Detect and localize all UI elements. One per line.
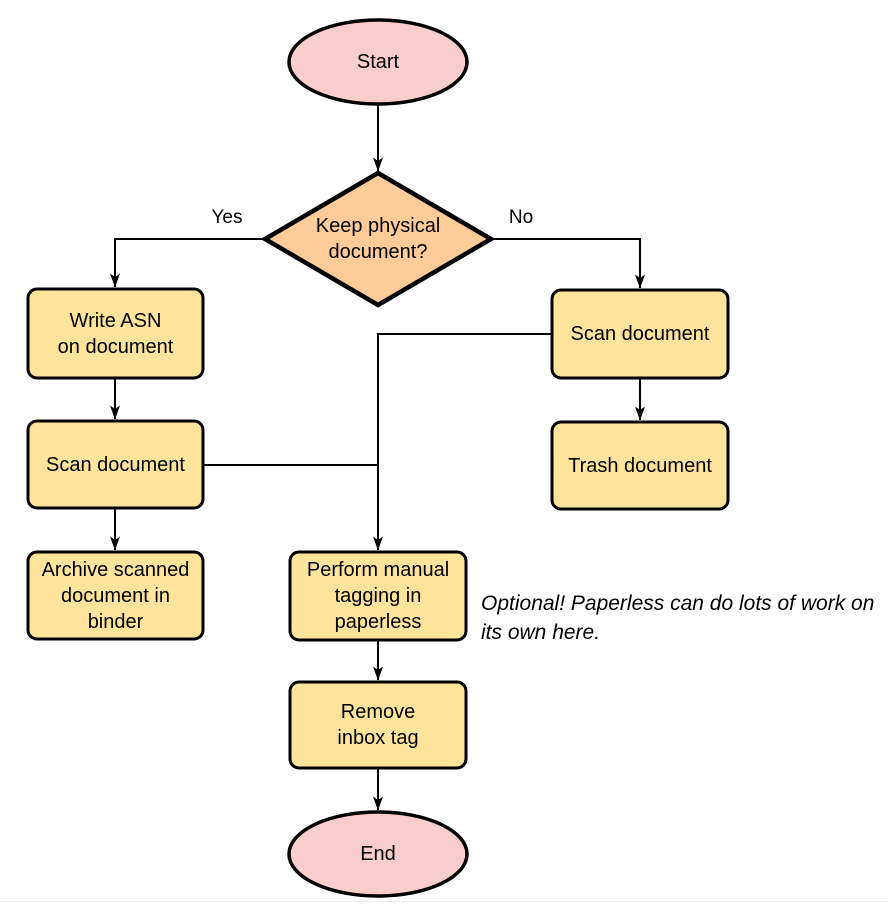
decision-label: Keep physical document?: [315, 215, 441, 263]
scan-left-box-shape: [26, 419, 205, 510]
end-terminal-shape: [287, 810, 469, 898]
perform-tagging-box-shape: [288, 550, 468, 642]
perform-tagging-label: Perform manual tagging in paperless: [306, 559, 450, 633]
write-asn-label: Write ASN on document: [57, 309, 174, 358]
archive-label: Archive scanned document in binder: [41, 558, 190, 633]
scan-left-label: Scan document: [46, 453, 185, 476]
scan-right-box-shape: [550, 288, 730, 380]
start-terminal-shape: [287, 18, 469, 106]
write-asn-box-shape: [26, 287, 205, 380]
edge-scan-right-to-perform-tagging: [373, 333, 552, 551]
edge-decision-yes-to-write-asn: [110, 238, 265, 288]
end-label: End: [360, 843, 396, 865]
bottom-divider: [0, 901, 888, 902]
archive-box-shape: [26, 550, 205, 641]
decision-diamond-shape: [260, 170, 496, 308]
edge-label-no: No: [508, 207, 534, 228]
remove-inbox-label: Remove inbox tag: [337, 701, 419, 749]
scan-right-label: Scan document: [570, 323, 710, 345]
remove-inbox-box-shape: [288, 680, 468, 770]
edge-label-yes: Yes: [211, 207, 243, 228]
edge-decision-no-to-scan-right: [491, 238, 645, 289]
start-label: Start: [356, 51, 400, 73]
trash-label: Trash document: [568, 454, 712, 477]
trash-box-shape: [550, 420, 730, 511]
optional-note: Optional! Paperless can do lots of work …: [481, 592, 875, 644]
